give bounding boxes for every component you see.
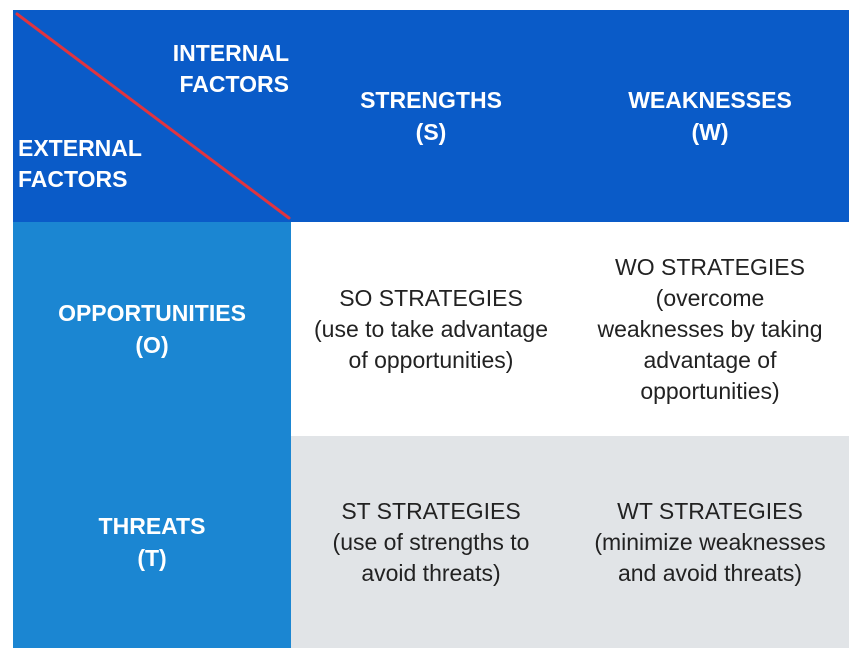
wo-line: weaknesses by taking bbox=[597, 315, 823, 342]
opportunities-header: OPPORTUNITIES (O) bbox=[13, 222, 291, 436]
weaknesses-code: (W) bbox=[691, 119, 729, 145]
diagonal-divider bbox=[15, 12, 291, 220]
internal-factors-label: INTERNAL FACTORS bbox=[173, 38, 289, 100]
so-line: (use to take advantage bbox=[314, 315, 548, 342]
strengths-title: STRENGTHS bbox=[360, 87, 502, 113]
st-line: avoid threats) bbox=[361, 559, 501, 586]
wo-strategies-cell: WO STRATEGIES (overcome weaknesses by ta… bbox=[571, 222, 849, 436]
wt-line: and avoid threats) bbox=[617, 559, 803, 586]
external-factors-label: EXTERNAL FACTORS bbox=[18, 133, 142, 195]
wo-line: (overcome bbox=[655, 284, 765, 311]
wo-line: WO STRATEGIES bbox=[615, 253, 805, 280]
strengths-header: STRENGTHS (S) bbox=[291, 10, 571, 222]
threats-title: THREATS bbox=[98, 513, 206, 539]
so-line: of opportunities) bbox=[348, 346, 514, 373]
wo-line: opportunities) bbox=[640, 377, 780, 404]
internal-line-1: INTERNAL bbox=[172, 40, 289, 66]
wt-strategies-cell: WT STRATEGIES (minimize weaknesses and a… bbox=[571, 436, 849, 648]
external-line-1: EXTERNAL bbox=[18, 135, 142, 161]
opportunities-code: (O) bbox=[135, 332, 169, 358]
st-strategies-cell: ST STRATEGIES (use of strengths to avoid… bbox=[291, 436, 571, 648]
wo-line: advantage of bbox=[643, 346, 777, 373]
so-strategies-cell: SO STRATEGIES (use to take advantage of … bbox=[291, 222, 571, 436]
wt-line: WT STRATEGIES bbox=[617, 497, 803, 524]
st-line: ST STRATEGIES bbox=[341, 497, 521, 524]
threats-code: (T) bbox=[137, 545, 167, 571]
st-line: (use of strengths to bbox=[332, 528, 530, 555]
internal-line-2: FACTORS bbox=[179, 71, 289, 97]
wt-line: (minimize weaknesses bbox=[594, 528, 826, 555]
external-line-2: FACTORS bbox=[18, 166, 128, 192]
strengths-code: (S) bbox=[415, 119, 447, 145]
weaknesses-title: WEAKNESSES bbox=[628, 87, 792, 113]
threats-header: THREATS (T) bbox=[13, 436, 291, 648]
so-line: SO STRATEGIES bbox=[339, 284, 523, 311]
opportunities-title: OPPORTUNITIES bbox=[58, 300, 246, 326]
weaknesses-header: WEAKNESSES (W) bbox=[571, 10, 849, 222]
swot-matrix: INTERNAL FACTORS EXTERNAL FACTORS STRENG… bbox=[13, 10, 849, 648]
corner-cell: INTERNAL FACTORS EXTERNAL FACTORS bbox=[13, 10, 291, 222]
